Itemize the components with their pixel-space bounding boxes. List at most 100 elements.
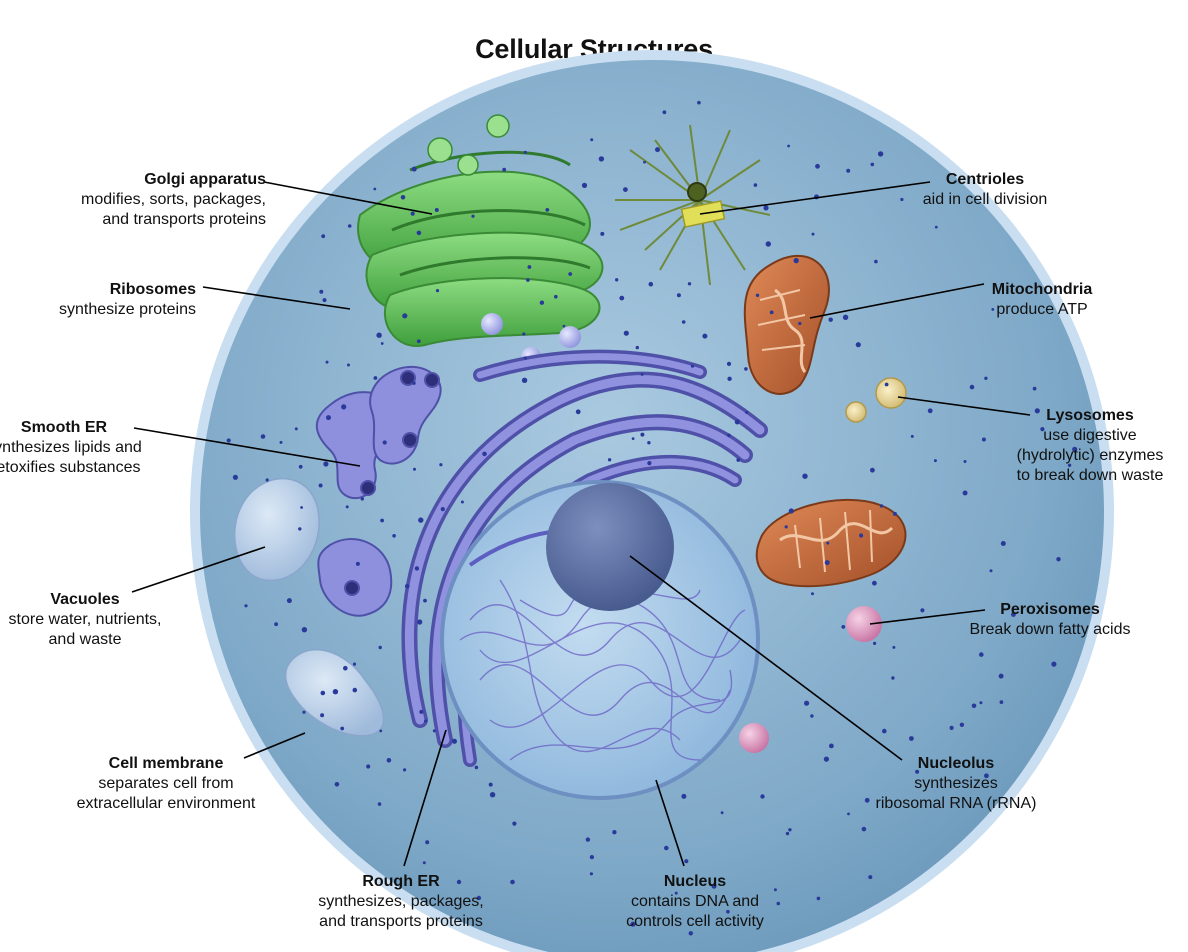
ribosome-dot xyxy=(934,225,938,229)
label-peroxisomes-line: Break down fatty acids xyxy=(969,621,1131,638)
ribosome-dot xyxy=(847,812,850,816)
label-nucleolus-line: synthesizes xyxy=(914,775,998,792)
ribosome-dot xyxy=(655,147,660,153)
ribosome-dot xyxy=(352,687,358,693)
ribosome-dot xyxy=(676,293,681,298)
ribosome-dot xyxy=(981,437,986,442)
ribosome-dot xyxy=(474,765,479,770)
label-nucleus-line: contains DNA and xyxy=(630,893,760,910)
label-golgi-line: and transports proteins xyxy=(102,211,266,228)
ribosome-dot xyxy=(720,811,724,815)
ribosome-dot xyxy=(279,440,283,444)
ribosome-dot xyxy=(842,314,849,320)
ribosome-dot xyxy=(882,728,887,734)
nucleus xyxy=(440,480,760,800)
ribosome-dot xyxy=(598,156,605,162)
ribosome-dot xyxy=(402,313,408,319)
ribosome-dot xyxy=(345,505,349,509)
ribosome-dot xyxy=(640,432,645,437)
ribosome-dot xyxy=(340,726,345,731)
ribosome-dot xyxy=(403,768,407,772)
ribosome-dot xyxy=(382,440,387,445)
ribosome-dot xyxy=(456,879,462,885)
ribosome-dot xyxy=(989,569,993,573)
ribosome-dot xyxy=(984,773,989,779)
ribosome-dot xyxy=(440,507,445,512)
ribosome-dot xyxy=(674,891,678,895)
ribosome-dot xyxy=(545,208,550,212)
ribosome-dot xyxy=(726,909,730,914)
ribosome-dot xyxy=(892,511,897,516)
ribosome-dot xyxy=(373,376,378,380)
ribosome-dot xyxy=(635,345,639,350)
ribosome-dot xyxy=(320,713,325,718)
leader-rough-er xyxy=(403,729,447,867)
ribosome-dot xyxy=(589,855,595,860)
ribosome-dot xyxy=(804,700,810,706)
ribosome-dot xyxy=(378,645,382,650)
ribosome-dot xyxy=(412,381,416,385)
ribosome-dot xyxy=(868,875,873,880)
leader-lines xyxy=(131,181,1031,867)
ribosome-dot xyxy=(482,451,487,457)
ribosome-dot xyxy=(581,182,588,188)
ribosome-dot xyxy=(1072,446,1078,452)
ribosome-dot xyxy=(460,500,464,504)
ribosome-dot xyxy=(568,272,573,276)
ribosome-dot xyxy=(325,360,329,364)
ribosome-dot xyxy=(510,879,515,885)
ribosome-dot xyxy=(879,504,884,508)
ribosome-dot xyxy=(424,719,428,723)
ribosome-dot xyxy=(1000,541,1006,546)
ribosome-dot xyxy=(425,840,430,845)
ribosome-dot xyxy=(640,372,644,376)
label-cell-membrane-name: Cell membrane xyxy=(108,755,224,772)
ribosome-dot xyxy=(301,627,308,633)
label-cell-membrane: Cell membrane separates cell from extrac… xyxy=(50,754,282,814)
ribosome-dot xyxy=(341,404,347,410)
ribosome-dot xyxy=(643,160,646,164)
ribosome-dot xyxy=(232,474,238,480)
ribosome-dot xyxy=(380,342,384,345)
label-rough-er-name: Rough ER xyxy=(362,873,440,890)
label-peroxisomes: Peroxisomes Break down fatty acids xyxy=(950,600,1150,640)
label-smooth-er-line: synthesizes lipids and xyxy=(0,439,142,456)
ribosome-dot xyxy=(612,830,617,835)
ribosome-dot xyxy=(884,382,889,387)
ribosome-dot xyxy=(302,710,306,714)
label-centrioles-name: Centrioles xyxy=(945,171,1025,188)
ribosome-dot xyxy=(681,320,686,324)
ribosome-dot xyxy=(1034,408,1040,414)
ribosome-dot xyxy=(400,195,406,200)
leader-peroxisomes xyxy=(869,609,986,625)
ribosome-dot xyxy=(870,162,875,167)
label-lysosomes-line: (hydrolytic) enzymes xyxy=(1016,447,1164,464)
ribosome-dot xyxy=(664,845,669,851)
label-nucleus-line: controls cell activity xyxy=(626,913,764,930)
ribosome-dot xyxy=(1040,427,1045,432)
ribosome-dot xyxy=(969,384,975,390)
ribosome-dot xyxy=(294,427,298,431)
ribosome-dot xyxy=(526,278,530,282)
label-mitochondria-name: Mitochondria xyxy=(991,281,1093,298)
ribosome-dot xyxy=(1067,463,1072,467)
ribosome-dot xyxy=(416,230,422,236)
ribosome-dot xyxy=(793,257,799,264)
ribosome-dot xyxy=(320,690,326,696)
ribosome-dot xyxy=(404,584,410,589)
label-cell-membrane-line: separates cell from xyxy=(98,775,234,792)
label-smooth-er: Smooth ER synthesizes lipids and detoxif… xyxy=(0,418,144,478)
ribosome-dot xyxy=(846,168,851,173)
label-nucleus: Nucleus contains DNA and controls cell a… xyxy=(600,872,790,932)
ribosome-dot xyxy=(769,310,774,315)
ribosome-dot xyxy=(260,434,266,439)
ribosome-dot xyxy=(991,308,995,311)
label-rough-er: Rough ER synthesizes, packages, and tran… xyxy=(296,872,506,932)
ribosome-dot xyxy=(321,234,326,239)
label-golgi-line: modifies, sorts, packages, xyxy=(81,191,266,208)
ribosome-dots xyxy=(226,100,1078,936)
vacuole xyxy=(233,478,320,582)
leader-centrioles xyxy=(699,181,931,215)
ribosome-dot xyxy=(933,459,937,463)
